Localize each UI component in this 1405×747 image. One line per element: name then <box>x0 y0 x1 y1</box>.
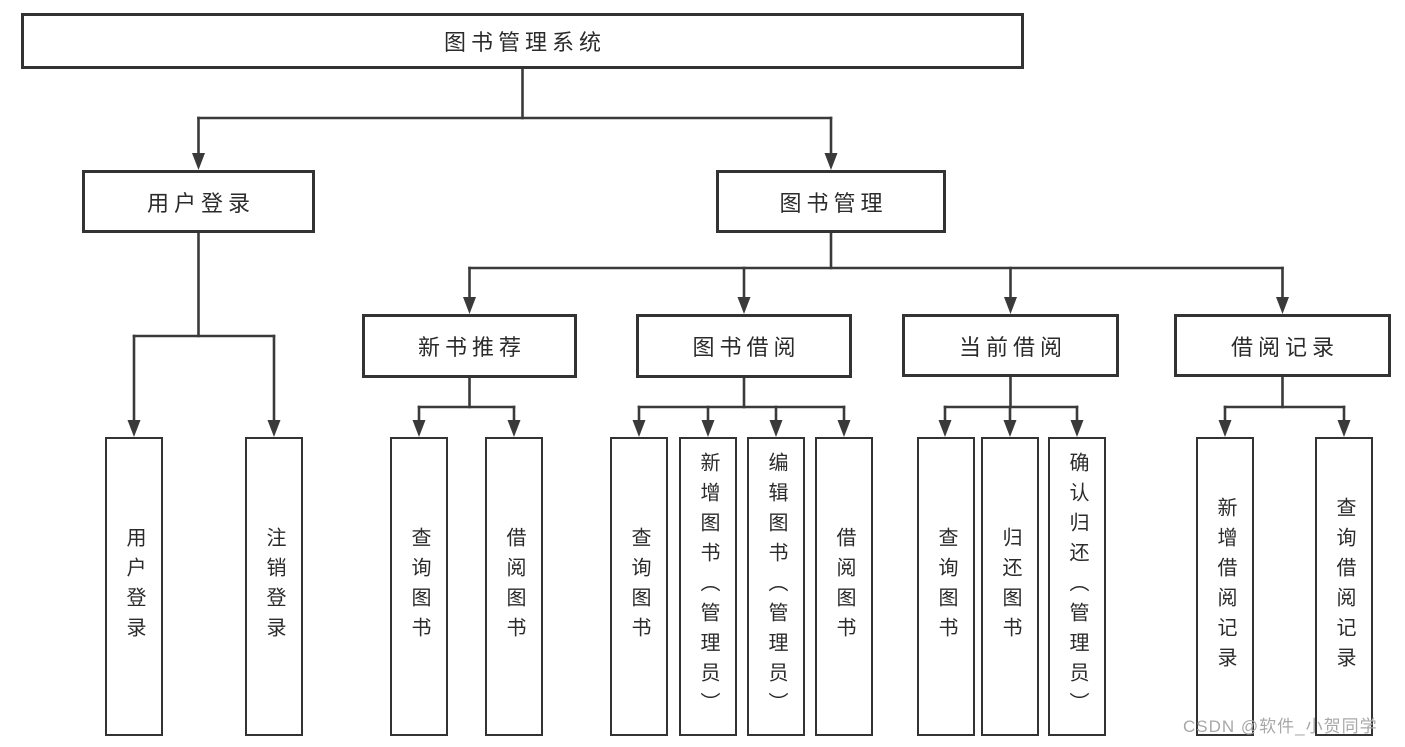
leaf-query-borrow-record: 查询借阅记录 <box>1315 437 1373 736</box>
leaf-label: 新增借阅记录 <box>1214 496 1236 677</box>
leaf-label: 归还图书 <box>999 526 1021 647</box>
leaf-label: 借阅图书 <box>503 526 525 647</box>
node-label: 图书管理系统 <box>443 30 606 55</box>
leaf-label: 查询借阅记录 <box>1333 496 1355 677</box>
node-label: 用户登录 <box>146 190 255 216</box>
leaf-label: 借阅图书 <box>833 526 855 647</box>
leaf-label: 用户登录 <box>123 526 145 647</box>
leaf-label: 编辑图书（管理员） <box>765 451 787 722</box>
leaf-add-books-admin: 新增图书（管理员） <box>679 437 737 736</box>
node-borrow-records: 借阅记录 <box>1174 314 1391 377</box>
leaf-user-login: 用户登录 <box>105 437 163 736</box>
leaf-label: 查询图书 <box>408 526 430 647</box>
node-label: 借阅记录 <box>1230 334 1339 360</box>
leaf-label: 确认归还（管理员） <box>1066 451 1088 722</box>
node-library-management-system: 图书管理系统 <box>21 13 1024 69</box>
leaf-borrow-books: 借阅图书 <box>815 437 873 736</box>
edge-book-management-to-modules <box>463 231 1289 314</box>
leaf-logout: 注销登录 <box>245 437 303 736</box>
node-new-book-recommend: 新书推荐 <box>362 314 577 378</box>
leaf-label: 查询图书 <box>935 526 957 647</box>
node-current-borrow: 当前借阅 <box>902 314 1119 377</box>
leaf-add-borrow-record: 新增借阅记录 <box>1196 437 1254 736</box>
node-label: 当前借阅 <box>958 334 1067 360</box>
node-label: 图书管理 <box>779 190 888 216</box>
leaf-query-books-current: 查询图书 <box>917 437 975 736</box>
watermark: CSDN @软件_小贺同学 <box>1183 717 1378 736</box>
edge-user-login-to-leaves <box>127 231 281 437</box>
edge-root-to-branches <box>192 67 838 170</box>
edge-book-borrow-to-leaves <box>632 376 851 437</box>
edge-borrow-records-to-leaves <box>1218 375 1351 437</box>
leaf-edit-books-admin: 编辑图书（管理员） <box>747 437 805 736</box>
leaf-label: 查询图书 <box>628 526 650 647</box>
node-book-management: 图书管理 <box>716 170 946 233</box>
node-label: 图书借阅 <box>692 335 801 360</box>
node-user-login: 用户登录 <box>82 170 315 233</box>
leaf-borrow-books-recommend: 借阅图书 <box>485 437 543 736</box>
node-book-borrow: 图书借阅 <box>636 314 852 378</box>
edge-current-borrow-to-leaves <box>938 375 1084 437</box>
leaf-label: 注销登录 <box>263 526 285 647</box>
leaf-confirm-return-admin: 确认归还（管理员） <box>1048 437 1106 736</box>
leaf-return-books: 归还图书 <box>981 437 1039 736</box>
leaf-label: 新增图书（管理员） <box>697 451 719 722</box>
node-label: 新书推荐 <box>417 335 526 360</box>
edge-new-book-to-leaves <box>412 376 521 437</box>
leaf-query-books-borrow: 查询图书 <box>610 437 668 736</box>
leaf-query-books-recommend: 查询图书 <box>390 437 448 736</box>
